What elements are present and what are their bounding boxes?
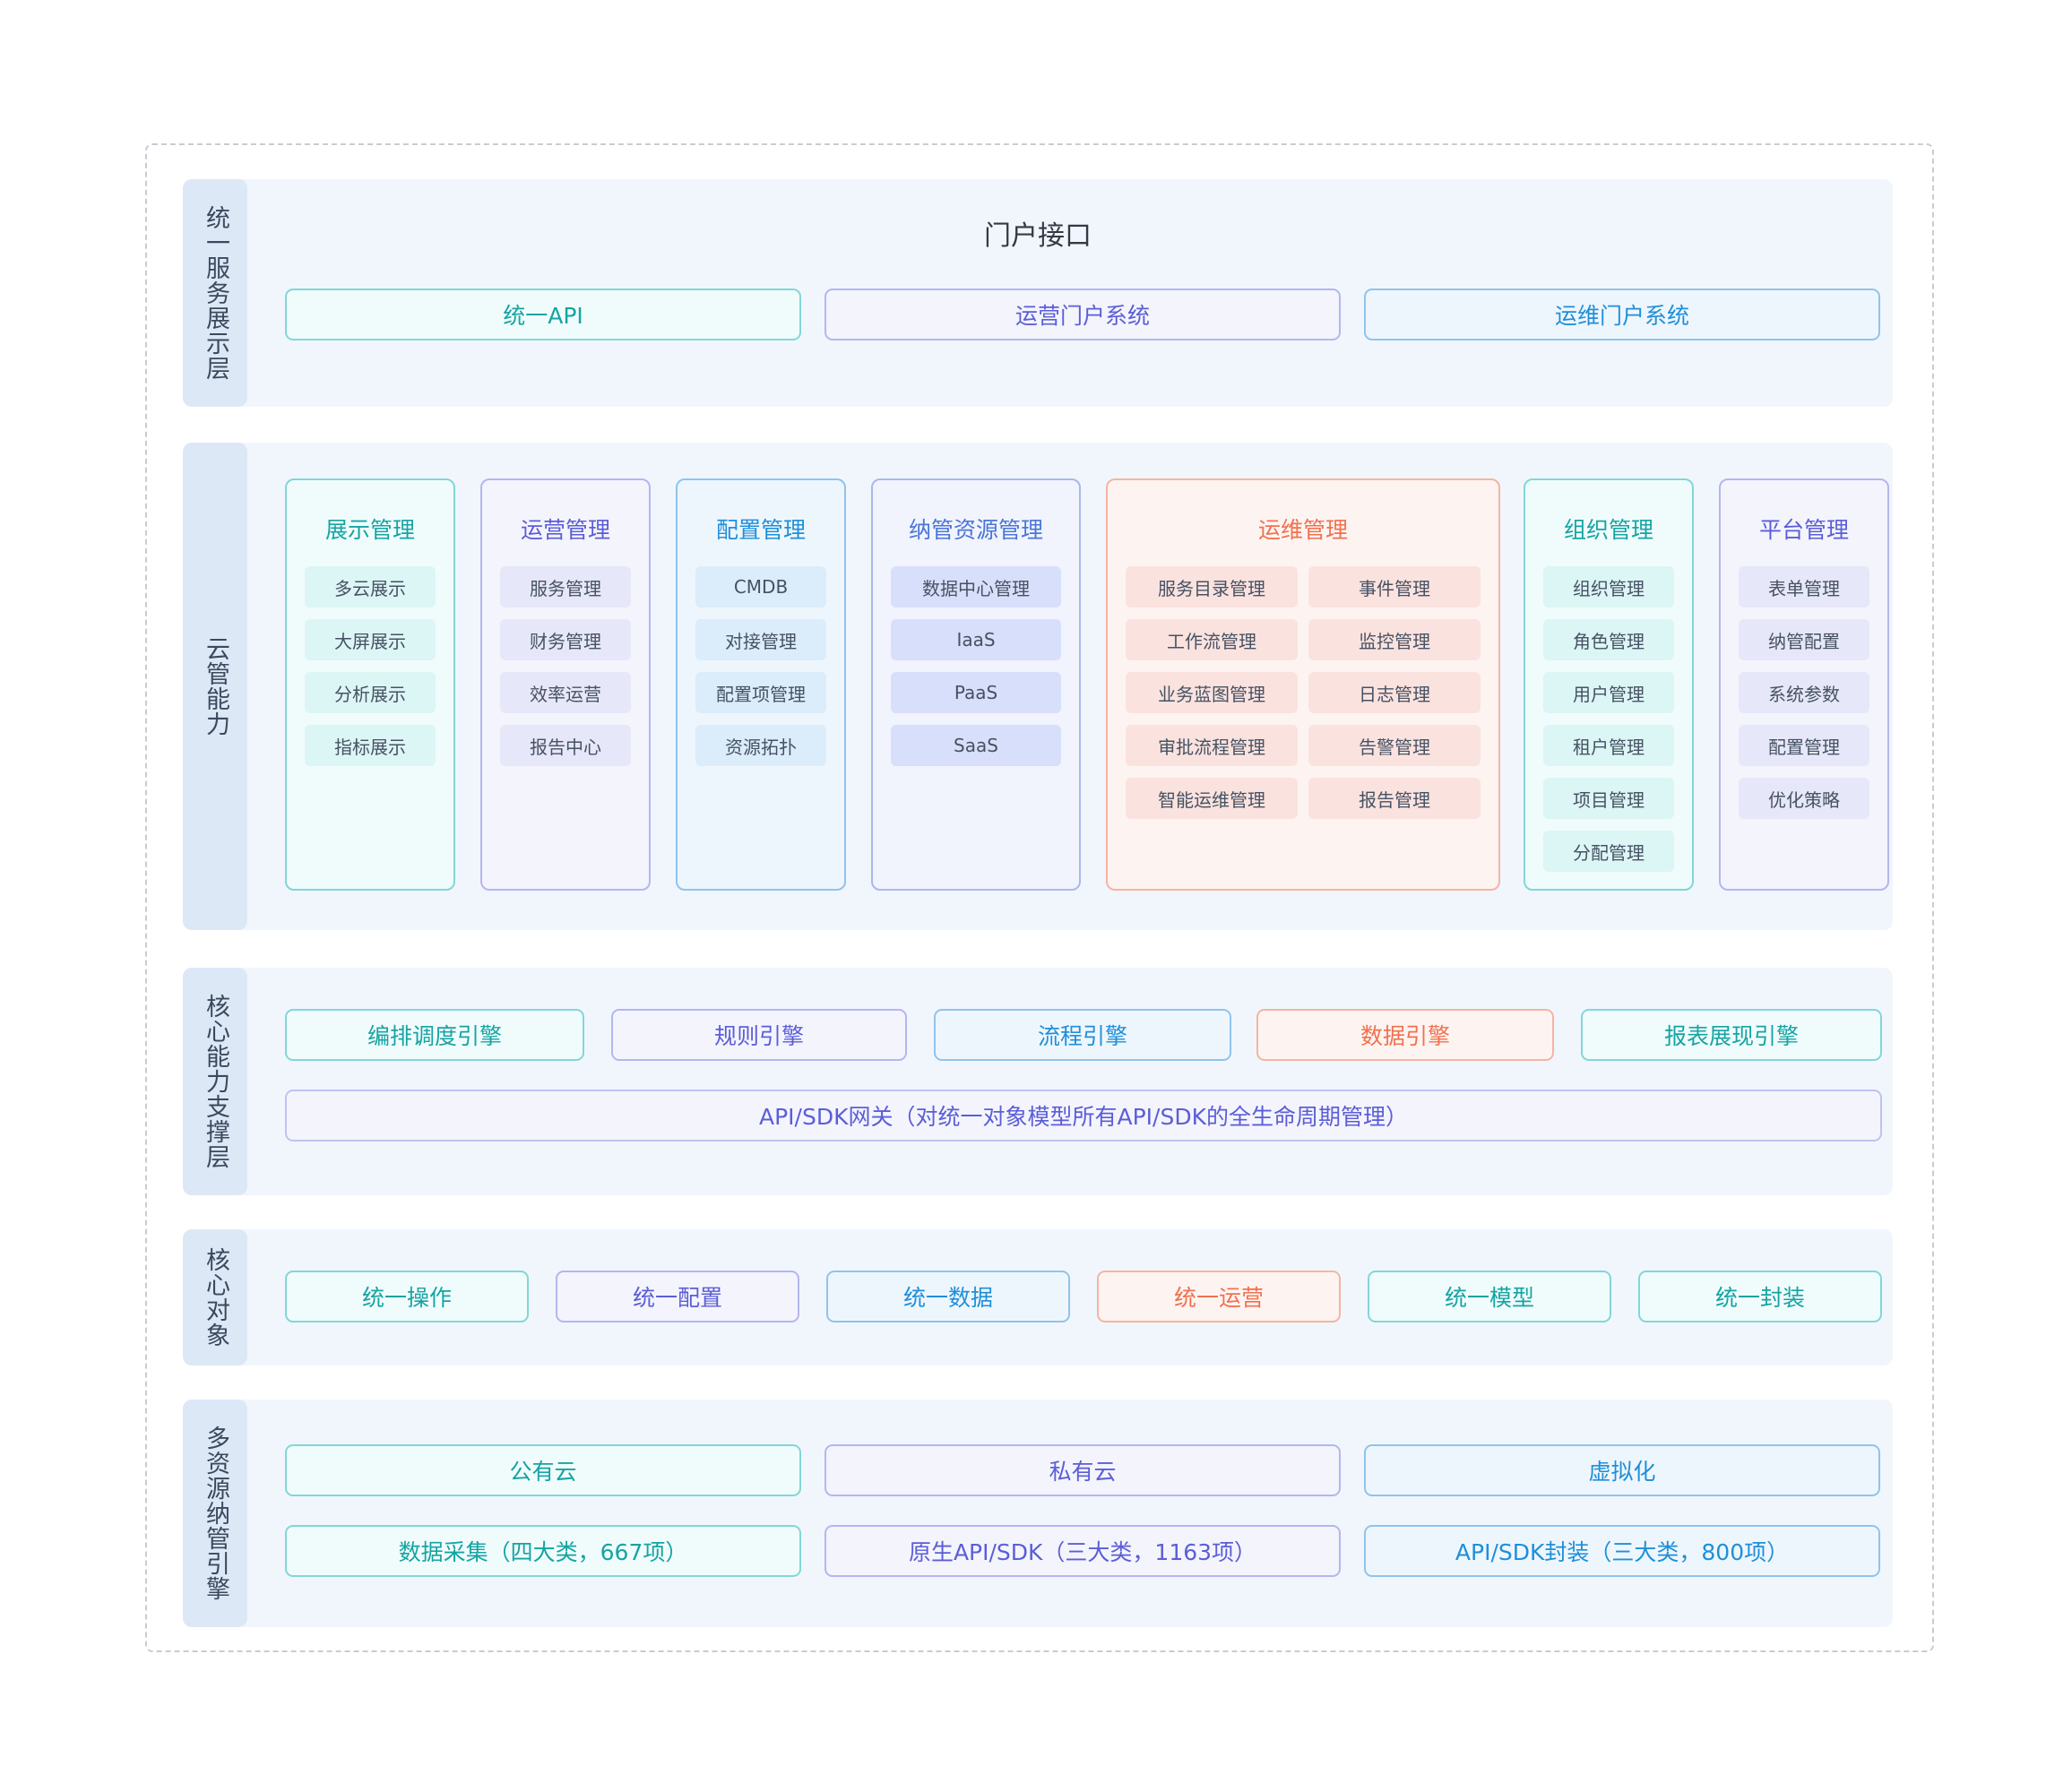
layer-label-box: 核心对象 xyxy=(183,1229,247,1366)
layer-label-box: 云管能力 xyxy=(183,443,247,930)
object-data: 统一数据 xyxy=(826,1271,1070,1322)
module-item: 数据中心管理 xyxy=(891,566,1061,607)
module-item: 多云展示 xyxy=(305,566,436,607)
module-title: 运维管理 xyxy=(1257,517,1348,543)
resource-api-wrapper: API/SDK封装（三大类，800项） xyxy=(1364,1525,1880,1577)
object-configuration: 统一配置 xyxy=(556,1271,799,1322)
engine-rules: 规则引擎 xyxy=(611,1009,907,1061)
layer-label: 统一服务展示层 xyxy=(202,205,229,381)
layer-label: 云管能力 xyxy=(202,636,229,737)
module-item: 报告中心 xyxy=(500,725,631,766)
module-item: 财务管理 xyxy=(500,619,631,660)
module-title: 运营管理 xyxy=(520,517,610,543)
portal-title: 门户接口 xyxy=(984,220,1092,252)
module-organization: 组织管理 组织管理 角色管理 用户管理 租户管理 项目管理 分配管理 xyxy=(1524,478,1694,891)
module-item: 纳管配置 xyxy=(1739,619,1869,660)
api-sdk-gateway: API/SDK网关（对统一对象模型所有API/SDK的全生命周期管理） xyxy=(285,1090,1882,1142)
resource-native-api: 原生API/SDK（三大类，1163项） xyxy=(824,1525,1341,1577)
object-operation: 统一操作 xyxy=(285,1271,529,1322)
module-item: CMDB xyxy=(695,566,826,607)
module-item: 系统参数 xyxy=(1739,672,1869,713)
module-item: 监控管理 xyxy=(1308,619,1481,660)
module-item: 服务目录管理 xyxy=(1126,566,1298,607)
module-item: 服务管理 xyxy=(500,566,631,607)
portal-item-maint-portal: 运维门户系统 xyxy=(1364,289,1880,340)
layer-label-box: 核心能力支撑层 xyxy=(183,968,247,1195)
module-item: 分析展示 xyxy=(305,672,436,713)
object-model: 统一模型 xyxy=(1368,1271,1611,1322)
portal-item-ops-portal: 运营门户系统 xyxy=(824,289,1341,340)
module-item: 告警管理 xyxy=(1308,725,1481,766)
module-item: 表单管理 xyxy=(1739,566,1869,607)
module-platform: 平台管理 表单管理 纳管配置 系统参数 配置管理 优化策略 xyxy=(1719,478,1889,891)
module-maintenance: 运维管理 服务目录管理 事件管理 工作流管理 监控管理 业务蓝图管理 日志管理 … xyxy=(1106,478,1500,891)
module-item: 效率运营 xyxy=(500,672,631,713)
module-item: 大屏展示 xyxy=(305,619,436,660)
module-item: 用户管理 xyxy=(1543,672,1674,713)
module-item: 租户管理 xyxy=(1543,725,1674,766)
module-title: 纳管资源管理 xyxy=(908,517,1043,543)
portal-item-api: 统一API xyxy=(285,289,801,340)
module-item: 报告管理 xyxy=(1308,778,1481,819)
module-configuration: 配置管理 CMDB 对接管理 配置项管理 资源拓扑 xyxy=(676,478,846,891)
module-item: SaaS xyxy=(891,725,1061,766)
layer-cloud: 云管能力 展示管理 多云展示 大屏展示 分析展示 指标展示 运营管理 服务管理 … xyxy=(183,443,1893,930)
module-item: PaaS xyxy=(891,672,1061,713)
object-encapsulation: 统一封装 xyxy=(1638,1271,1882,1322)
module-title: 组织管理 xyxy=(1563,517,1653,543)
module-item: 角色管理 xyxy=(1543,619,1674,660)
resource-virtualization: 虚拟化 xyxy=(1364,1444,1880,1496)
module-title: 平台管理 xyxy=(1758,517,1849,543)
module-title: 配置管理 xyxy=(715,517,806,543)
diagram-frame xyxy=(145,143,1934,1652)
module-item: 优化策略 xyxy=(1739,778,1869,819)
module-item: 工作流管理 xyxy=(1126,619,1298,660)
engine-workflow: 流程引擎 xyxy=(934,1009,1231,1061)
resource-private-cloud: 私有云 xyxy=(824,1444,1341,1496)
module-item: 指标展示 xyxy=(305,725,436,766)
resource-data-collection: 数据采集（四大类，667项） xyxy=(285,1525,801,1577)
layer-objects: 核心对象 统一操作 统一配置 统一数据 统一运营 统一模型 统一封装 xyxy=(183,1229,1893,1366)
module-managed-resources: 纳管资源管理 数据中心管理 IaaS PaaS SaaS xyxy=(871,478,1081,891)
module-item: 业务蓝图管理 xyxy=(1126,672,1298,713)
layer-portal: 统一服务展示层 门户接口 统一API 运营门户系统 运维门户系统 xyxy=(183,179,1893,407)
module-item: 项目管理 xyxy=(1543,778,1674,819)
layer-label-box: 多资源纳管引擎 xyxy=(183,1400,247,1627)
module-item: 资源拓扑 xyxy=(695,725,826,766)
engine-data: 数据引擎 xyxy=(1256,1009,1554,1061)
layer-resources: 多资源纳管引擎 公有云 私有云 虚拟化 数据采集（四大类，667项） 原生API… xyxy=(183,1400,1893,1627)
layer-label: 多资源纳管引擎 xyxy=(202,1426,229,1601)
object-operations: 统一运营 xyxy=(1097,1271,1341,1322)
module-item: 分配管理 xyxy=(1543,831,1674,872)
engine-reports: 报表展现引擎 xyxy=(1581,1009,1882,1061)
module-item: 对接管理 xyxy=(695,619,826,660)
module-item: 配置项管理 xyxy=(695,672,826,713)
engine-orchestration: 编排调度引擎 xyxy=(285,1009,584,1061)
layer-label-box: 统一服务展示层 xyxy=(183,179,247,407)
module-item: 配置管理 xyxy=(1739,725,1869,766)
module-item: 事件管理 xyxy=(1308,566,1481,607)
module-item: 审批流程管理 xyxy=(1126,725,1298,766)
module-item: 智能运维管理 xyxy=(1126,778,1298,819)
module-item: IaaS xyxy=(891,619,1061,660)
module-item: 日志管理 xyxy=(1308,672,1481,713)
module-title: 展示管理 xyxy=(324,517,415,543)
module-operations: 运营管理 服务管理 财务管理 效率运营 报告中心 xyxy=(480,478,651,891)
resource-public-cloud: 公有云 xyxy=(285,1444,801,1496)
layer-label: 核心对象 xyxy=(202,1247,229,1348)
module-display: 展示管理 多云展示 大屏展示 分析展示 指标展示 xyxy=(285,478,455,891)
layer-label: 核心能力支撑层 xyxy=(202,994,229,1169)
module-item: 组织管理 xyxy=(1543,566,1674,607)
layer-engine: 核心能力支撑层 编排调度引擎 规则引擎 流程引擎 数据引擎 报表展现引擎 API… xyxy=(183,968,1893,1195)
